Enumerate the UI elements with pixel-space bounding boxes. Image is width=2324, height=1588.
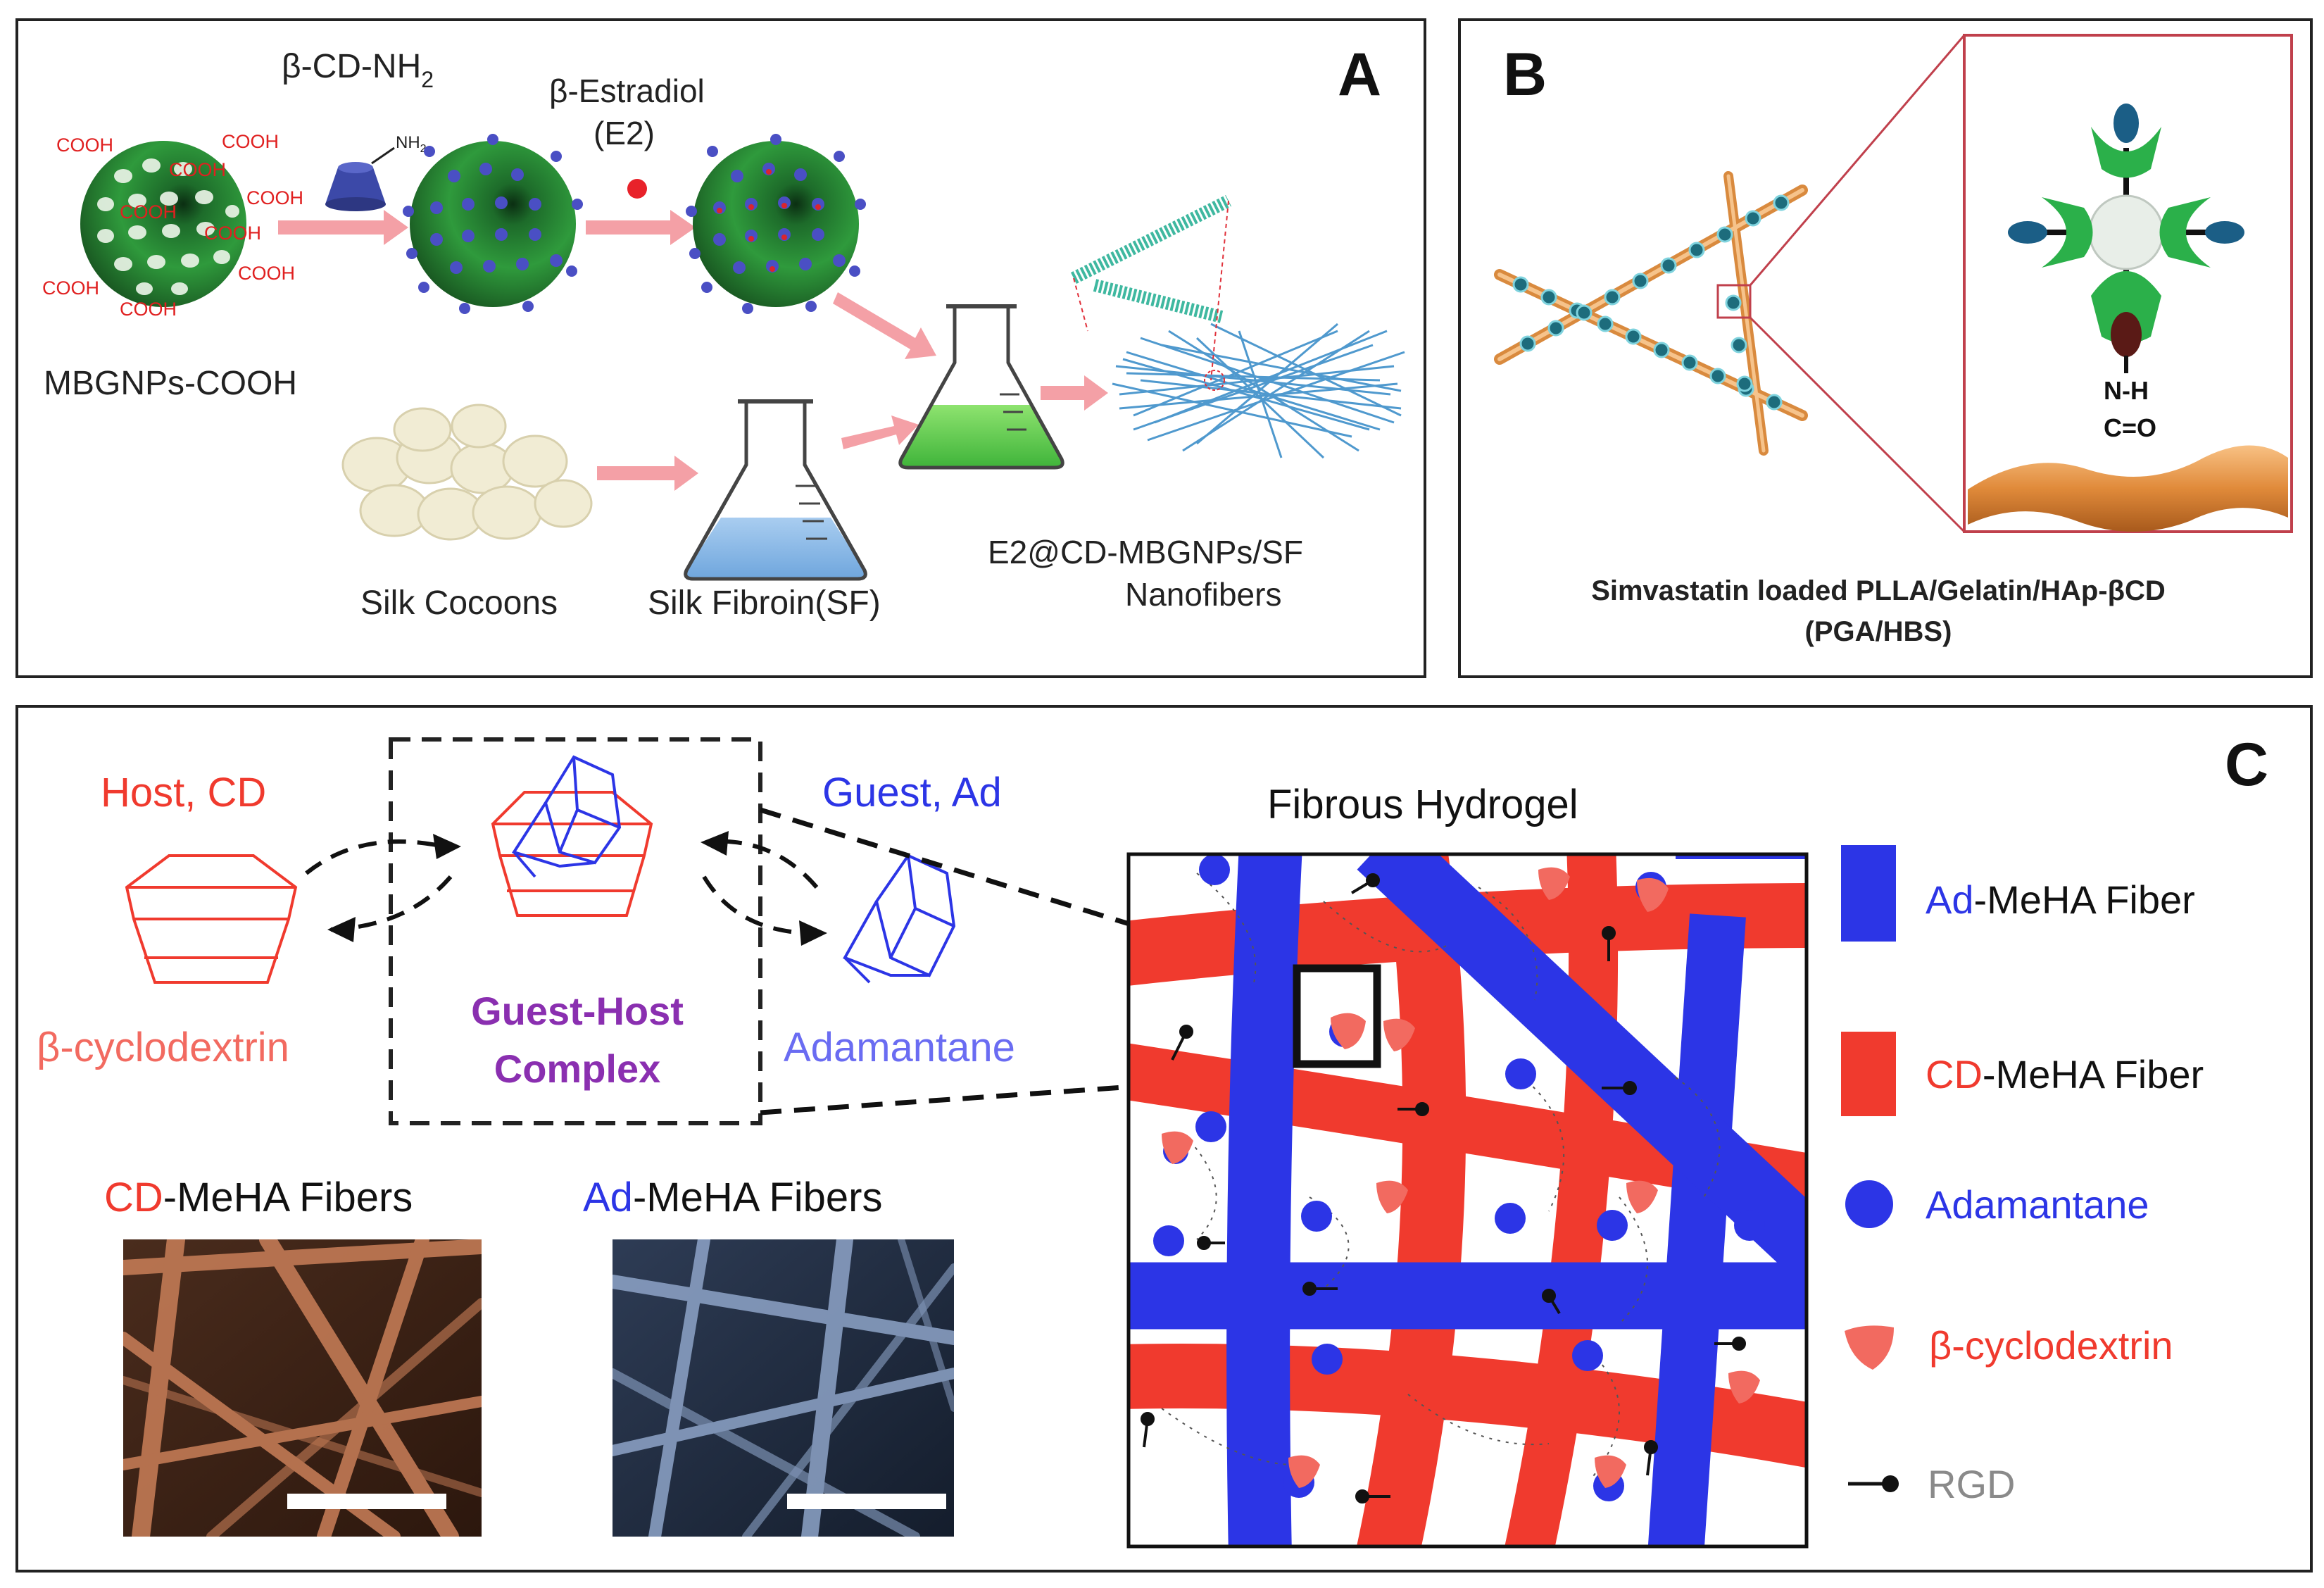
cooh-label: COOH xyxy=(42,277,99,299)
panel-b-caption-line1: Simvastatin loaded PLLA/Gelatin/HAp-βCD xyxy=(1591,575,2166,606)
cooh-label: COOH xyxy=(246,187,303,208)
cyclodextrin-icon xyxy=(125,854,298,984)
legend-rgd-label: RGD xyxy=(1928,1462,2015,1506)
process-arrows xyxy=(278,210,1108,491)
e2-dot-icon xyxy=(627,179,647,199)
e2-label: (E2) xyxy=(593,115,655,151)
estradiol-label: β-Estradiol xyxy=(549,73,705,109)
complex-adamantane-icon xyxy=(511,755,622,878)
cd-nh2-label: β-CD-NH2 xyxy=(282,48,434,92)
legend-ad-fiber-swatch xyxy=(1841,845,1896,942)
fiber-strand xyxy=(1968,445,2288,532)
adamantane-icon xyxy=(843,854,956,984)
panel-c-letter: C xyxy=(2225,731,2268,799)
legend-ad-fiber-label: Ad-MeHA Fiber xyxy=(1926,877,2195,922)
product-label-line1: E2@CD-MBGNPs/SF xyxy=(988,534,1303,570)
fibrous-hydrogel-diagram xyxy=(1126,852,1809,1549)
cd-nh2-cone-icon: NH2 xyxy=(325,133,427,211)
arrow-icon xyxy=(833,292,936,359)
cooh-label: COOH xyxy=(169,159,226,180)
cyclodextrin-label: β-cyclodextrin xyxy=(37,1025,289,1070)
arrowhead-icon xyxy=(799,920,827,946)
hap-cd-beads xyxy=(1512,194,1790,411)
e2-cd-mbgnp-sphere xyxy=(686,134,866,314)
co-label: C=O xyxy=(2104,413,2156,442)
legend: Ad-MeHA Fiber CD-MeHA Fiber Adamantane β… xyxy=(1841,845,2204,1506)
cocoons-label: Silk Cocoons xyxy=(360,584,558,622)
arrow-icon xyxy=(841,415,919,449)
adamantane-label: Adamantane xyxy=(784,1025,1015,1070)
cooh-label: COOH xyxy=(222,131,279,152)
cooh-label: COOH xyxy=(56,135,113,156)
arrowhead-icon xyxy=(327,917,356,942)
scale-bar xyxy=(787,1494,946,1509)
guest-label: Guest, Ad xyxy=(822,770,1002,815)
cooh-label: COOH xyxy=(238,263,295,284)
silk-fibroin-flask xyxy=(684,399,867,581)
panel-a-letter: A xyxy=(1338,41,1381,108)
legend-adamantane-dot xyxy=(1845,1180,1893,1228)
complex-dashed-box xyxy=(389,737,762,1125)
mbgnps-label: MBGNPs-COOH xyxy=(44,365,297,402)
arrowhead-icon xyxy=(433,834,461,859)
cd-mbgnp-sphere xyxy=(403,134,583,314)
cooh-label: COOH xyxy=(120,299,177,320)
arrowhead-icon xyxy=(701,831,729,856)
cooh-labels: COOH COOH COOH COOH COOH COOH COOH COOH … xyxy=(42,131,303,320)
arrow-icon xyxy=(1041,375,1108,411)
panel-b-caption-line2: (PGA/HBS) xyxy=(1805,616,1952,647)
legend-cd-fiber-swatch xyxy=(1841,1032,1896,1116)
mixture-flask xyxy=(898,304,1064,470)
nanofiber-mat xyxy=(1112,323,1405,459)
fiber-zoom-inset xyxy=(1070,194,1232,391)
panel-a: A COOH COOH COOH COOH COOH COOH COO xyxy=(15,18,1426,678)
cooh-label: COOH xyxy=(204,223,261,244)
sem-ad-title: Ad-MeHA Fibers xyxy=(583,1175,882,1220)
panel-b-letter: B xyxy=(1503,41,1547,108)
cd-hap-complex-icon xyxy=(2008,104,2244,373)
silk-cocoons xyxy=(341,404,593,541)
fibrous-hydrogel-title: Fibrous Hydrogel xyxy=(1267,782,1578,827)
legend-cyclodextrin-icon xyxy=(1845,1325,1894,1370)
panel-c: C Host, CD Guest, Ad Fibrous Hydrogel β-… xyxy=(15,705,2313,1573)
nh-label: N-H xyxy=(2104,376,2149,405)
arrow-icon xyxy=(597,456,698,491)
cooh-label: COOH xyxy=(120,201,177,223)
scale-bar xyxy=(287,1494,446,1509)
legend-cd-fiber-label: CD-MeHA Fiber xyxy=(1926,1052,2204,1096)
arrow-icon xyxy=(586,210,696,245)
sem-cd-image xyxy=(123,1239,482,1537)
complex-highlight-box xyxy=(1293,964,1381,1068)
sem-ad-image xyxy=(613,1239,954,1537)
arrowheads xyxy=(327,831,827,946)
complex-label-line2: Complex xyxy=(494,1046,661,1091)
host-label: Host, CD xyxy=(101,770,266,815)
zoom-box xyxy=(1716,284,1752,319)
legend-adamantane-label: Adamantane xyxy=(1926,1182,2149,1227)
panel-b: B xyxy=(1458,18,2313,678)
sem-cd-title: CD-MeHA Fibers xyxy=(104,1175,413,1220)
equilibrium-arrows xyxy=(305,839,819,935)
svg-text:NH2: NH2 xyxy=(396,133,427,155)
complex-label-line1: Guest-Host xyxy=(471,989,684,1033)
legend-cyclodextrin-label: β-cyclodextrin xyxy=(1929,1323,2173,1368)
mbgnp-cooh-sphere xyxy=(80,141,246,307)
arrow-icon xyxy=(278,210,408,245)
product-label-line2: Nanofibers xyxy=(1125,576,1281,613)
fibroin-label: Silk Fibroin(SF) xyxy=(648,584,881,622)
